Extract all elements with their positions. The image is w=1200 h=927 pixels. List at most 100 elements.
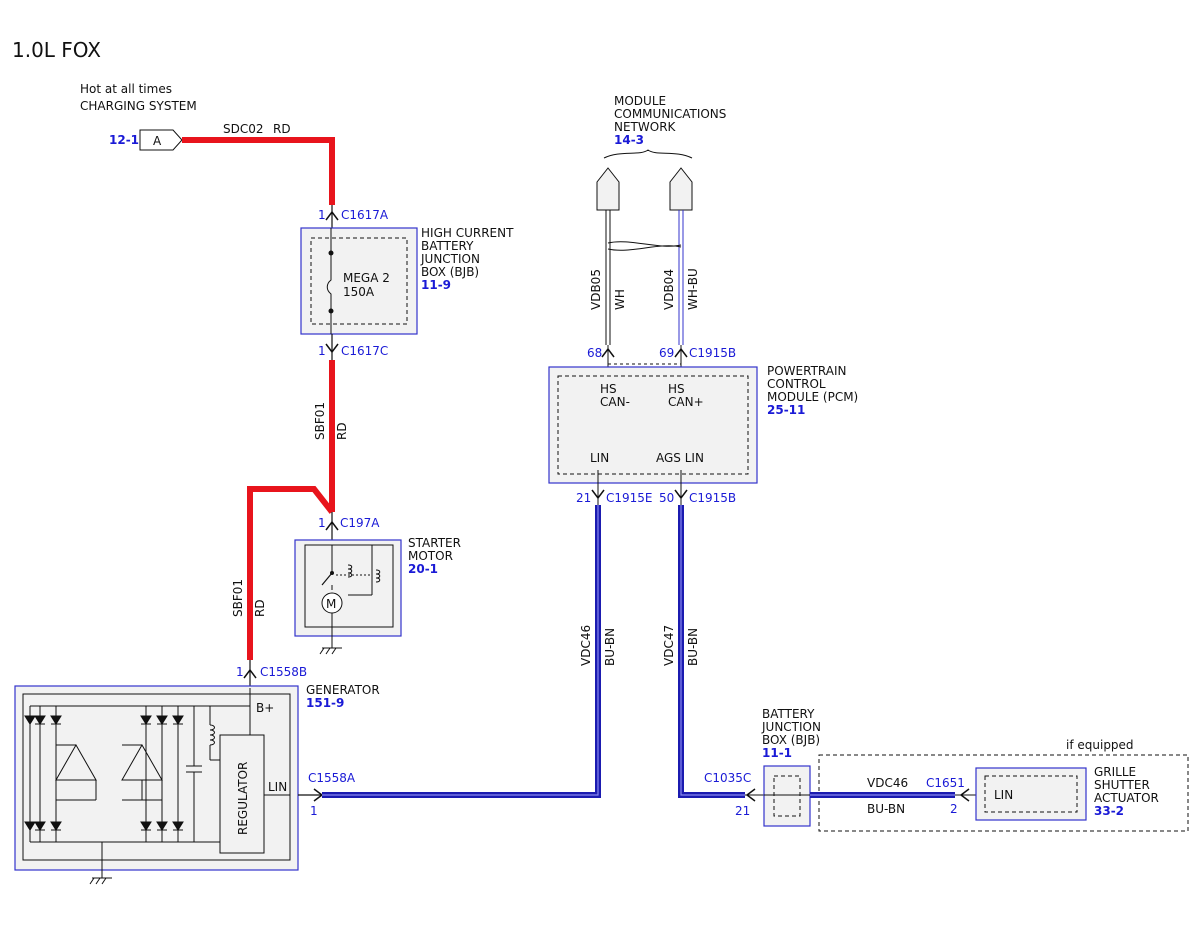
- regulator-label: REGULATOR: [236, 762, 250, 835]
- pcm-hs-minus-1: HS: [600, 382, 617, 396]
- grille-shutter-actuator[interactable]: LIN: [975, 767, 1087, 821]
- wire-vdc46-name: VDC46: [579, 625, 593, 666]
- wire-sbf01-lower-color: RD: [253, 599, 267, 617]
- network-arrow-right-icon[interactable]: [669, 167, 693, 211]
- wire-vdb04: [678, 210, 684, 345]
- grille-page-ref[interactable]: 33-2: [1094, 804, 1124, 818]
- svg-text:C1915B: C1915B: [689, 491, 736, 505]
- network-brace-icon: [603, 149, 693, 159]
- bjb-label-2: JUNCTION: [761, 720, 821, 734]
- wire-sbf01-lower: [247, 486, 335, 660]
- connector-c197a[interactable]: 1 C197A: [318, 512, 380, 540]
- starter-motor[interactable]: M: [294, 539, 402, 640]
- network-label-2: COMMUNICATIONS: [614, 107, 726, 121]
- svg-text:C1558A: C1558A: [308, 771, 356, 785]
- hcbjb-label-4: BOX (BJB): [421, 265, 479, 279]
- bjb-label-3: BOX (BJB): [762, 733, 820, 747]
- wire-vdc47-name: VDC47: [662, 625, 676, 666]
- generator[interactable]: REGULATOR B+ LIN: [14, 685, 299, 878]
- starter-label-1: STARTER: [408, 536, 461, 550]
- wire-sdc02-name: SDC02: [223, 122, 264, 136]
- svg-text:2: 2: [950, 802, 958, 816]
- pcm-label-2: CONTROL: [767, 377, 826, 391]
- network-label-1: MODULE: [614, 94, 666, 108]
- hcbjb-page-ref[interactable]: 11-9: [421, 278, 451, 292]
- source-page-ref[interactable]: 12-1: [109, 133, 139, 147]
- pcm-ags-lin: AGS LIN: [656, 451, 704, 465]
- connector-c1617a[interactable]: 1 C1617A: [318, 205, 389, 228]
- if-equipped-label: if equipped: [1066, 738, 1134, 752]
- wire-vdb05-color: WH: [613, 289, 627, 310]
- svg-text:21: 21: [576, 491, 591, 505]
- svg-text:C1915E: C1915E: [606, 491, 653, 505]
- generator-label: GENERATOR: [306, 683, 380, 697]
- wire-vdc47-color: BU-BN: [686, 628, 700, 666]
- svg-text:50: 50: [659, 491, 674, 505]
- fuse-name: MEGA 2: [343, 271, 390, 285]
- hcbjb-label-3: JUNCTION: [420, 252, 480, 266]
- pcm-page-ref[interactable]: 25-11: [767, 403, 805, 417]
- wire-sdc02-color: RD: [273, 122, 291, 136]
- connector-c1558b[interactable]: 1 C1558B: [236, 660, 307, 688]
- connector-c1915b-bottom[interactable]: 50 C1915B: [659, 483, 736, 505]
- connector-c1617c[interactable]: 1 C1617C: [318, 334, 388, 360]
- svg-text:21: 21: [735, 804, 750, 818]
- svg-text:C1915B: C1915B: [689, 346, 736, 360]
- high-current-bjb[interactable]: MEGA 2 150A: [300, 227, 418, 335]
- connector-c1035c[interactable]: C1035C 21: [704, 771, 764, 818]
- svg-text:C1617C: C1617C: [341, 344, 388, 358]
- network-page-ref[interactable]: 14-3: [614, 133, 644, 147]
- source-connector-a[interactable]: A: [139, 129, 183, 151]
- if-equipped-region: [818, 754, 1189, 832]
- svg-text:1: 1: [236, 665, 244, 679]
- svg-text:M: M: [326, 597, 336, 611]
- connector-c1915b-top[interactable]: 68 69 C1915B: [587, 345, 736, 380]
- svg-text:C1558B: C1558B: [260, 665, 307, 679]
- grille-label-1: GRILLE: [1094, 765, 1136, 779]
- connector-c1651[interactable]: C1651 2: [926, 776, 976, 816]
- pcm-hs-plus-1: HS: [668, 382, 685, 396]
- svg-text:C1035C: C1035C: [704, 771, 751, 785]
- page-title: 1.0L FOX: [12, 38, 101, 62]
- svg-text:C197A: C197A: [340, 516, 380, 530]
- wire-vdb04-name: VDB04: [662, 269, 676, 310]
- pcm-label-3: MODULE (PCM): [767, 390, 858, 404]
- pcm-label-1: POWERTRAIN: [767, 364, 847, 378]
- wire-vdc47: [678, 505, 745, 798]
- bjb-label-1: BATTERY: [762, 707, 815, 721]
- starter-page-ref[interactable]: 20-1: [408, 562, 438, 576]
- svg-text:C1617A: C1617A: [341, 208, 389, 222]
- wire-sbf01-upper-color: RD: [335, 422, 349, 440]
- svg-text:1: 1: [318, 516, 326, 530]
- battery-junction-box[interactable]: [763, 765, 811, 827]
- wire-vdb05: [605, 210, 611, 345]
- pcm-hs-plus-2: CAN+: [668, 395, 704, 409]
- fuse-rating: 150A: [343, 285, 375, 299]
- generator-page-ref[interactable]: 151-9: [306, 696, 344, 710]
- svg-text:69: 69: [659, 346, 674, 360]
- generator-ground-icon: [89, 877, 112, 885]
- bjb-page-ref[interactable]: 11-1: [762, 746, 792, 760]
- svg-text:1: 1: [310, 804, 318, 818]
- grille-label-2: SHUTTER: [1094, 778, 1150, 792]
- starter-ground-icon: [319, 640, 342, 655]
- b-plus-label: B+: [256, 701, 274, 715]
- wire-vdb05-name: VDB05: [589, 269, 603, 310]
- wire-vdb04-color: WH-BU: [686, 268, 700, 310]
- svg-text:68: 68: [587, 346, 602, 360]
- hcbjb-label-1: HIGH CURRENT: [421, 226, 514, 240]
- connector-c1915e[interactable]: 21 C1915E: [576, 483, 653, 505]
- svg-text:C1651: C1651: [926, 776, 965, 790]
- starter-label-2: MOTOR: [408, 549, 453, 563]
- network-arrow-left-icon[interactable]: [596, 167, 620, 211]
- wire-sbf01-upper-name: SBF01: [313, 402, 327, 440]
- twist-icon: [607, 241, 682, 251]
- wire-vdc46-grille-name: VDC46: [867, 776, 908, 790]
- lin-label: LIN: [268, 780, 287, 794]
- pcm-module[interactable]: HS CAN- HS CAN+ LIN AGS LIN: [548, 366, 758, 484]
- source-line-1: Hot at all times: [80, 82, 172, 96]
- wire-sbf01-lower-name: SBF01: [231, 579, 245, 617]
- svg-text:A: A: [153, 134, 162, 148]
- grille-lin: LIN: [994, 788, 1013, 802]
- source-line-2: CHARGING SYSTEM: [80, 99, 197, 113]
